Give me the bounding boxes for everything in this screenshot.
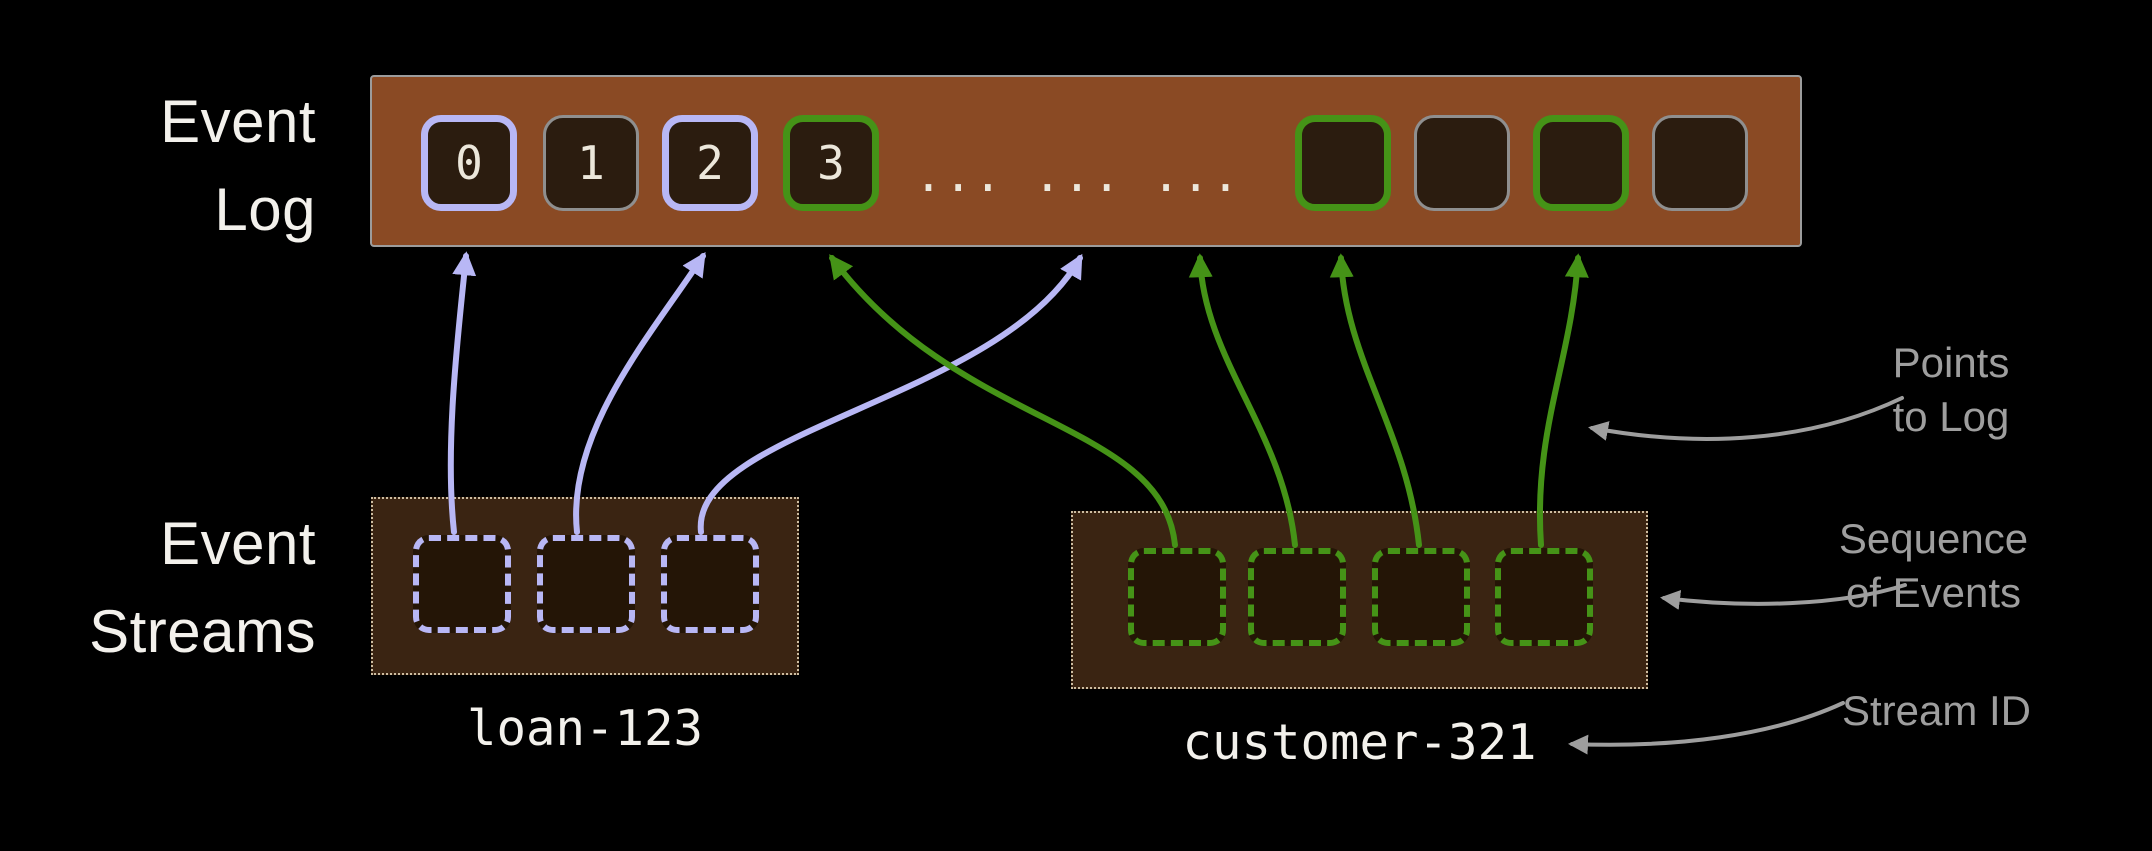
arrow-customer-event-1-to-log-middle bbox=[1188, 253, 1298, 548]
customer-event-1 bbox=[1248, 548, 1346, 646]
annotation-points-to-log: Points to Log bbox=[1866, 336, 2036, 444]
log-tail-cell-2 bbox=[1533, 115, 1629, 211]
arrow-loan-event-2-to-log-middle bbox=[697, 253, 1083, 535]
event-streams-label-line2: Streams bbox=[89, 598, 316, 665]
arrow-customer-event-3-to-log-tail-2 bbox=[1536, 253, 1589, 548]
log-tail-cell-1 bbox=[1414, 115, 1510, 211]
customer-event-0 bbox=[1128, 548, 1226, 646]
annotation-sequence-line2: of Events bbox=[1845, 569, 2022, 616]
event-streams-label: Event Streams bbox=[41, 500, 316, 676]
annotation-stream-id: Stream ID bbox=[1841, 687, 2031, 734]
log-cell-3: 3 bbox=[783, 115, 879, 211]
annotation-points-to-log-line1: Points bbox=[1892, 339, 2010, 386]
arrow-loan-event-1-to-log-2 bbox=[573, 251, 706, 535]
event-log-bar: 0 1 2 3 ... ... ... bbox=[370, 75, 1802, 247]
stream-id-customer-321: customer-321 bbox=[1182, 714, 1537, 771]
customer-event-3 bbox=[1495, 548, 1593, 646]
log-cell-0: 0 bbox=[421, 115, 517, 211]
annotation-sequence-line1: Sequence bbox=[1838, 515, 2029, 562]
event-log-label-line2: Log bbox=[214, 176, 316, 243]
log-cell-2: 2 bbox=[662, 115, 758, 211]
event-streams-label-line1: Event bbox=[160, 510, 316, 577]
log-tail-cell-3 bbox=[1652, 115, 1748, 211]
annotation-points-to-log-line2: to Log bbox=[1892, 393, 2010, 440]
log-tail-cell-0 bbox=[1295, 115, 1391, 211]
stream-box-customer-321 bbox=[1071, 511, 1648, 689]
loan-event-0 bbox=[413, 535, 511, 633]
arrow-loan-event-0-to-log-0 bbox=[447, 251, 477, 535]
event-log-label-line1: Event bbox=[160, 88, 316, 155]
arrow-annotation-points-to-log bbox=[1588, 396, 1904, 441]
annotation-sequence-of-events: Sequence of Events bbox=[1826, 512, 2041, 620]
customer-event-2 bbox=[1372, 548, 1470, 646]
stream-box-loan-123 bbox=[371, 497, 799, 675]
log-cell-1: 1 bbox=[543, 115, 639, 211]
loan-event-2 bbox=[661, 535, 759, 633]
loan-event-1 bbox=[537, 535, 635, 633]
arrow-customer-event-2-to-log-tail-0 bbox=[1329, 253, 1422, 548]
event-log-label: Event Log bbox=[120, 78, 316, 254]
stream-id-loan-123: loan-123 bbox=[466, 700, 703, 757]
log-ellipsis: ... ... ... bbox=[914, 148, 1242, 202]
arrow-customer-event-0-to-log-3 bbox=[829, 254, 1178, 548]
